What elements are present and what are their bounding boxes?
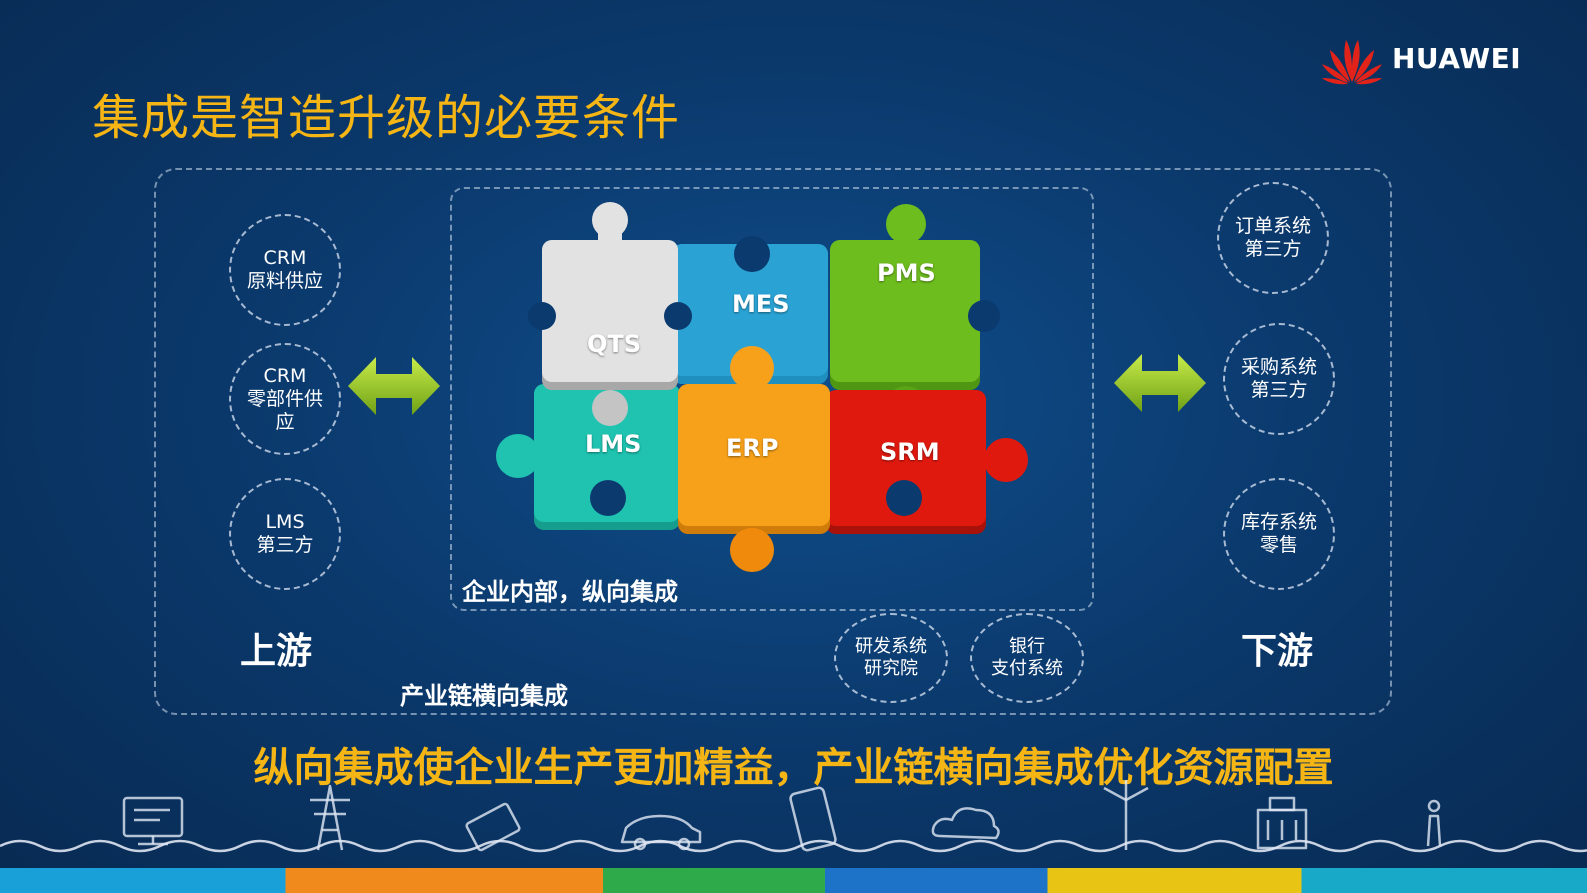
puzzle-label-erp: ERP [726, 434, 779, 462]
building-icon [1256, 796, 1308, 850]
bottom-slogan: 纵向集成使企业生产更加精益，产业链横向集成优化资源配置 [253, 745, 1334, 791]
card-icon [465, 802, 521, 852]
wind-turbine-icon [1103, 780, 1149, 850]
phone-icon [789, 786, 837, 852]
huawei-petal-icon [1322, 40, 1382, 85]
page-title: 集成是智造升级的必要条件 [92, 90, 681, 146]
industry-integration-label: 产业链横向集成 [400, 682, 568, 710]
downstream-node-order: 订单系统第三方 [1217, 182, 1329, 294]
decorative-skyline [0, 780, 1587, 853]
puzzle-piece-pms [830, 204, 1000, 426]
industry-chain-container [154, 168, 1392, 715]
brand-name: HUAWEI [1392, 42, 1522, 75]
car-icon [620, 814, 702, 851]
puzzle-label-mes: MES [732, 290, 790, 318]
puzzle-piece-lms [496, 384, 716, 530]
person-icon [1426, 799, 1442, 847]
downstream-label: 下游 [1241, 631, 1314, 672]
puzzle-label-qts: QTS [587, 330, 642, 358]
enterprise-internal-container [450, 187, 1094, 611]
color-stripe [0, 868, 1587, 893]
bottom-node-rnd: 研发系统研究院 [834, 613, 948, 703]
upstream-label: 上游 [240, 631, 313, 672]
puzzle-label-pms: PMS [877, 259, 936, 287]
monitor-icon [122, 796, 184, 846]
power-tower-icon [310, 784, 350, 851]
downstream-double-arrow-icon [1114, 354, 1206, 412]
puzzle-piece-qts [528, 202, 692, 426]
puzzle-label-srm: SRM [880, 438, 940, 466]
huawei-logo: HUAWEI [1320, 30, 1530, 86]
bottom-node-bank: 银行支付系统 [970, 613, 1084, 703]
internal-integration-label: 企业内部，纵向集成 [462, 578, 678, 606]
puzzle-label-lms: LMS [585, 430, 642, 458]
cloud-icon [931, 807, 1000, 840]
puzzle-piece-mes [672, 236, 828, 384]
puzzle-piece-erp [678, 346, 830, 572]
downstream-node-inventory: 库存系统零售 [1223, 478, 1335, 590]
downstream-node-purchase: 采购系统第三方 [1223, 323, 1335, 435]
upstream-double-arrow-icon [348, 357, 440, 415]
puzzle-graphic [496, 202, 1028, 572]
